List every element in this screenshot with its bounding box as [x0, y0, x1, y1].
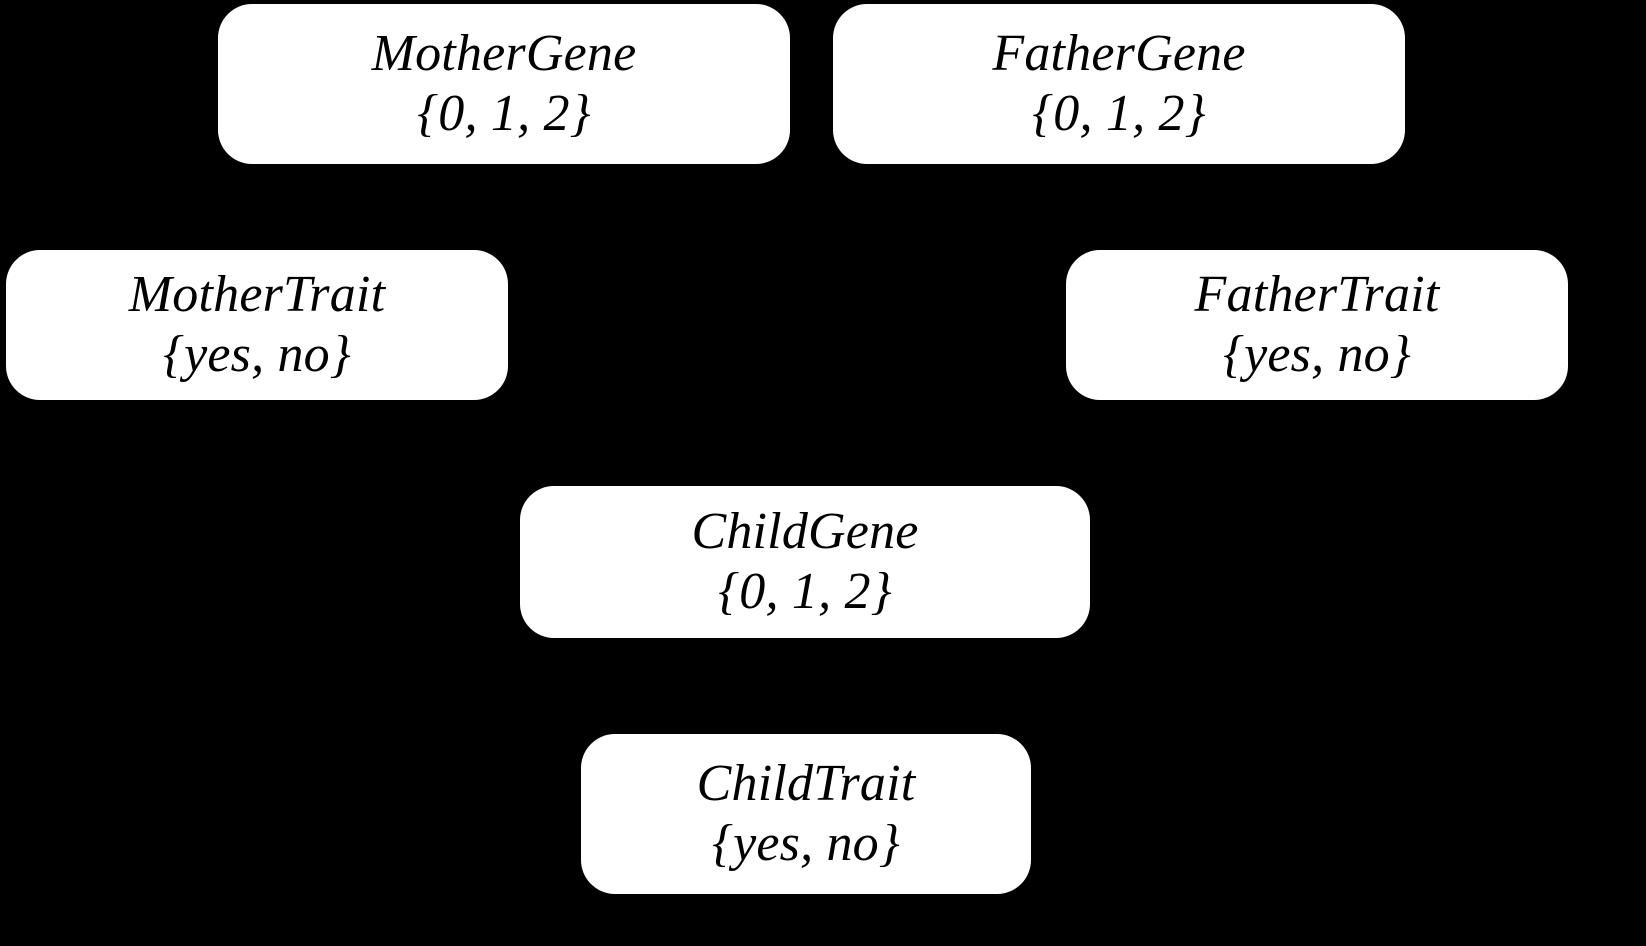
- node-mother-trait-domain: {yes, no}: [163, 326, 351, 383]
- node-child-gene-domain: {0, 1, 2}: [718, 563, 892, 620]
- node-child-gene[interactable]: ChildGene {0, 1, 2}: [520, 486, 1090, 638]
- node-father-gene-domain: {0, 1, 2}: [1032, 85, 1206, 142]
- node-mother-gene-title: MotherGene: [371, 24, 637, 82]
- node-mother-trait[interactable]: MotherTrait {yes, no}: [6, 250, 508, 400]
- node-father-gene-title: FatherGene: [992, 24, 1246, 82]
- node-mother-trait-title: MotherTrait: [128, 265, 386, 323]
- node-mother-gene[interactable]: MotherGene {0, 1, 2}: [218, 4, 790, 164]
- node-father-trait-title: FatherTrait: [1194, 265, 1440, 323]
- node-child-trait[interactable]: ChildTrait {yes, no}: [581, 734, 1031, 894]
- node-child-gene-title: ChildGene: [691, 502, 919, 560]
- node-father-gene[interactable]: FatherGene {0, 1, 2}: [833, 4, 1405, 164]
- node-father-trait[interactable]: FatherTrait {yes, no}: [1066, 250, 1568, 400]
- node-child-trait-domain: {yes, no}: [712, 815, 900, 872]
- node-father-trait-domain: {yes, no}: [1223, 326, 1411, 383]
- node-mother-gene-domain: {0, 1, 2}: [417, 85, 591, 142]
- node-child-trait-title: ChildTrait: [696, 754, 916, 812]
